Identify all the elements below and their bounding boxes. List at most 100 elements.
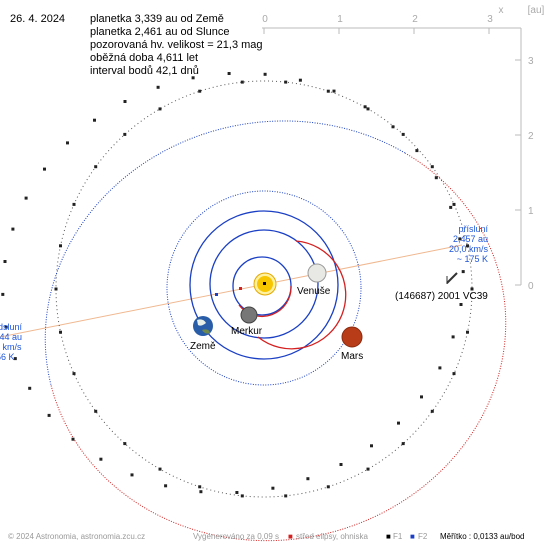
outer-orbit-marker xyxy=(401,442,405,446)
asteroid-orbit-marker xyxy=(24,196,28,200)
outer-orbit-marker xyxy=(72,372,76,376)
asteroid-orbit-marker xyxy=(420,395,423,399)
asteroid-orbit-marker xyxy=(199,490,203,494)
asteroid-orbit-marker xyxy=(332,89,336,93)
outer-orbit-marker xyxy=(401,132,405,136)
sun xyxy=(253,272,277,296)
ellipse-legend: střed elipsy, ohniska xyxy=(296,532,368,541)
asteroid-orbit-marker xyxy=(363,105,367,109)
asteroid-orbit-marker xyxy=(28,386,32,390)
mars-orbit xyxy=(166,190,362,386)
perihelion-note: přísluní 2,457 au 20,0 km/s ~ 175 K xyxy=(449,224,488,264)
outer-orbit-marker xyxy=(284,494,288,498)
outer-orbit-marker xyxy=(452,202,456,206)
aphelion-title: odsluní xyxy=(0,322,23,332)
outer-orbit-marker xyxy=(430,409,434,413)
asteroid-orbit-marker xyxy=(415,149,419,153)
outer-orbit-marker xyxy=(326,89,330,93)
asteroid-orbit-marker xyxy=(4,325,8,329)
venus-label: Venuše xyxy=(297,286,331,297)
asteroid-orbit-marker xyxy=(123,100,127,103)
asteroid-orbit-marker xyxy=(1,292,5,296)
outer-orbit-marker xyxy=(94,165,98,169)
outer-orbit-marker xyxy=(326,485,330,489)
mercury-label: Merkur xyxy=(231,326,263,337)
asteroid-orbit-marker xyxy=(434,176,438,180)
x-tick-1: 1 xyxy=(337,14,343,25)
focus-f1-icon: ■ xyxy=(386,532,391,541)
axes: 0 1 2 3 x [au] 3 2 1 0 xyxy=(262,5,545,292)
focus-f2-marker xyxy=(215,293,218,296)
asteroid-orbit-marker xyxy=(3,260,7,263)
asteroid-orbit-marker xyxy=(130,473,134,477)
perihelion-distance: 2,457 au xyxy=(452,234,488,244)
asteroid-orbit-marker xyxy=(66,141,69,145)
asteroid-orbit-marker xyxy=(235,491,239,494)
outer-orbit-marker xyxy=(94,409,98,413)
outer-orbit-marker xyxy=(59,330,62,334)
asteroid-orbit-marker xyxy=(459,303,463,306)
orbital-period: oběžná doba 4,611 let xyxy=(90,52,199,64)
unit-label: [au] xyxy=(528,5,545,16)
asteroid-label: (146687) 2001 VC39 xyxy=(395,291,488,302)
asteroid-orbit-marker xyxy=(370,444,373,448)
outer-orbit-marker xyxy=(123,442,127,446)
asteroid-orbit-marker xyxy=(451,335,455,339)
asteroid-orbit-marker xyxy=(93,118,96,122)
mars-label: Mars xyxy=(341,351,363,362)
outer-orbit-marker xyxy=(466,244,469,248)
outer-orbit-marker xyxy=(59,244,62,248)
outer-orbit-marker xyxy=(240,80,244,84)
x-axis-label: x xyxy=(499,5,504,16)
aphelion-distance: 4,44 au xyxy=(0,332,23,342)
ellipse-center-icon: ■ xyxy=(288,532,293,541)
y-tick-2: 2 xyxy=(528,131,534,142)
outer-orbit-marker xyxy=(240,494,244,498)
asteroid-orbit-marker xyxy=(458,237,462,241)
point-interval: interval bodů 42,1 dnů xyxy=(90,65,199,77)
asteroid-orbit-marker xyxy=(461,270,465,274)
asteroid-orbit-marker xyxy=(306,477,310,481)
outer-orbit-marker xyxy=(198,89,202,93)
asteroid-orbit-marker xyxy=(391,125,395,129)
aphelion-speed: 10 km/s xyxy=(0,342,22,352)
asteroid-orbit-marker xyxy=(43,167,46,171)
outer-orbit-marker xyxy=(198,485,202,489)
date-label: 26. 4. 2024 xyxy=(10,13,66,25)
asteroid-orbit-marker xyxy=(156,85,160,89)
focus-f2-label: F2 xyxy=(418,532,428,541)
asteroid-orbit-above xyxy=(44,120,406,386)
venus-orbit xyxy=(209,229,319,339)
focus-f2-icon: ■ xyxy=(410,532,415,541)
y-tick-0: 0 xyxy=(528,281,534,292)
asteroid-orbit-marker xyxy=(263,72,267,76)
asteroid-orbit-marker xyxy=(449,205,453,209)
asteroid-orbit-markers xyxy=(1,72,465,494)
outer-orbit-marker xyxy=(158,467,162,471)
x-tick-2: 2 xyxy=(412,14,418,25)
focus-f1-label: F1 xyxy=(393,532,403,541)
asteroid-orbit-marker xyxy=(71,437,75,441)
ellipse-center-marker xyxy=(239,287,242,290)
outer-orbit-marker xyxy=(54,287,58,291)
asteroid-orbit-marker xyxy=(438,366,442,370)
asteroid-orbit-marker xyxy=(339,463,343,466)
earth-distance: planetka 3,339 au od Země xyxy=(90,13,224,25)
asteroid-orbit-marker xyxy=(47,413,51,417)
outer-orbit-marker xyxy=(72,202,76,206)
y-tick-1: 1 xyxy=(528,206,534,217)
asteroid-orbit-below xyxy=(50,152,507,542)
magnitude: pozorovaná hv. velikost = 21,3 mag xyxy=(90,39,263,51)
copyright: © 2024 Astronomia, astronomia.zcu.cz xyxy=(8,532,146,541)
asteroid-orbit-marker xyxy=(271,486,275,490)
outer-orbit-marker xyxy=(366,107,370,111)
asteroid-orbit-marker xyxy=(11,227,15,231)
asteroid-orbit xyxy=(44,120,507,542)
outer-orbit-markers xyxy=(54,80,474,498)
footer: © 2024 Astronomia, astronomia.zcu.cz Vyg… xyxy=(0,532,550,546)
outer-orbit-marker xyxy=(466,330,469,334)
venus xyxy=(307,263,327,283)
asteroid-orbit-marker xyxy=(397,421,400,425)
outer-orbit-marker xyxy=(123,132,127,136)
